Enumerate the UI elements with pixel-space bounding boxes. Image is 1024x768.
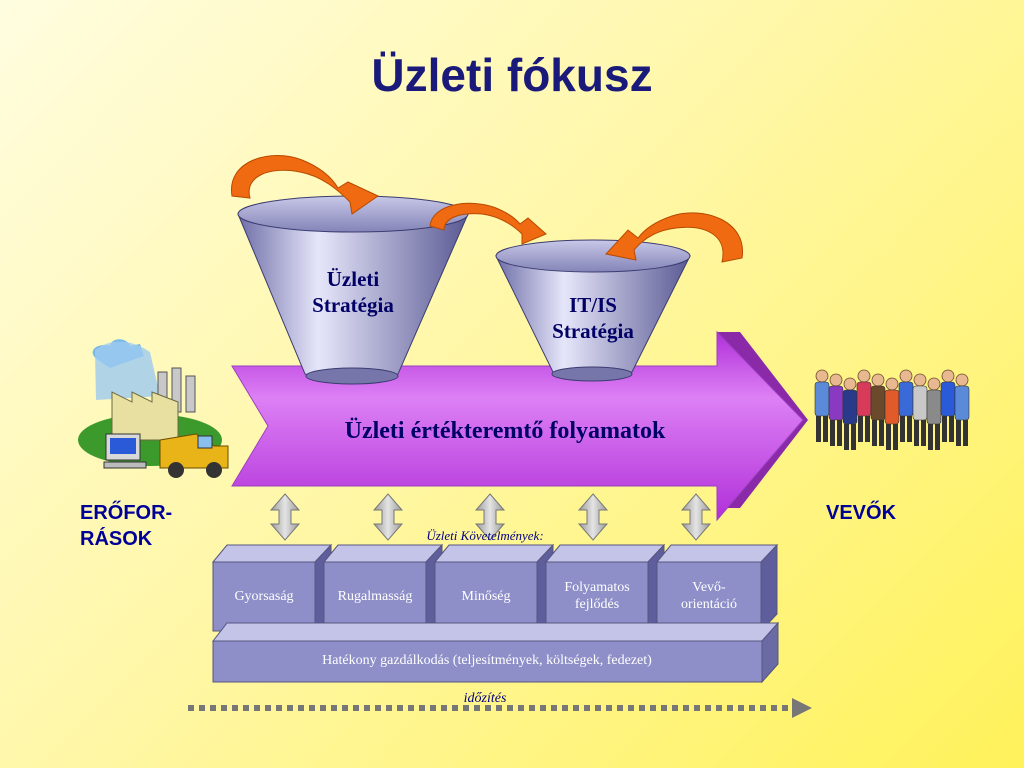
person-figure: [814, 369, 830, 442]
requirement-box-label: Rugalmasság: [324, 562, 426, 630]
it-is-strategy-label: IT/IS Stratégia: [533, 292, 653, 344]
requirement-box-label: Folyamatos fejlődés: [546, 562, 648, 630]
box-line: Rugalmasság: [337, 588, 413, 604]
double-arrow-group: [269, 493, 712, 541]
resources-label-line: RÁSOK: [80, 528, 153, 550]
business-strategy-funnel: [237, 195, 469, 385]
person-figure: [884, 377, 900, 450]
requirement-box-label: Gyorsaság: [213, 562, 315, 630]
requirement-box-group: [211, 543, 779, 633]
resources-label-line: ERŐFOR-: [80, 502, 173, 524]
cycle-arrow-icon: [605, 212, 743, 263]
funnel-label-line: Stratégia: [552, 319, 634, 343]
person-figure: [870, 373, 886, 446]
person-figure: [912, 373, 928, 446]
person-figure: [842, 377, 858, 450]
funnel-label-line: Stratégia: [312, 293, 394, 317]
customers-label: VEVŐK: [826, 502, 897, 524]
person-figure: [828, 373, 844, 446]
resources-label: ERŐFOR- RÁSOK: [80, 500, 172, 552]
box-line: fejlődés: [574, 597, 620, 612]
requirement-box: [433, 543, 555, 633]
double-arrow-icon: [577, 493, 609, 541]
timing-arrow: [188, 698, 812, 718]
customers-group-icon: [814, 369, 970, 450]
box-line: Vevő-: [692, 580, 726, 595]
business-strategy-label: Üzleti Stratégia: [293, 266, 413, 318]
person-figure: [940, 369, 956, 442]
factory-resources-icon: [78, 339, 229, 478]
process-arrow-label: Üzleti értékteremtő folyamatok: [344, 418, 666, 444]
funnel-label-line: Üzleti: [326, 267, 380, 291]
page-title: Üzleti fókusz: [371, 49, 653, 101]
funnel-label-line: IT/IS: [569, 293, 617, 317]
timing-label: időzítés: [463, 691, 507, 706]
requirement-box-label: Minőség: [435, 562, 537, 630]
requirements-label: Üzleti Követelmények:: [426, 528, 544, 543]
requirement-box: [211, 543, 333, 633]
person-figure: [856, 369, 872, 442]
cycle-arrow-icon: [429, 202, 547, 245]
double-arrow-icon: [372, 493, 404, 541]
it-is-strategy-funnel: [495, 239, 691, 382]
double-arrow-icon: [269, 493, 301, 541]
person-figure: [898, 369, 914, 442]
box-line: orientáció: [681, 597, 737, 612]
requirement-box: [655, 543, 779, 633]
cycle-arrow-icon: [231, 155, 380, 215]
requirement-box: [322, 543, 444, 633]
requirement-box: [544, 543, 666, 633]
requirement-box-label: Vevő-orientáció: [657, 562, 761, 630]
base-box: [211, 621, 780, 684]
double-arrow-icon: [474, 493, 506, 541]
base-box-label: Hatékony gazdálkodás (teljesítmények, kö…: [322, 653, 652, 668]
box-line: Minőség: [461, 588, 511, 604]
box-line: Gyorsaság: [234, 588, 294, 604]
person-figure: [954, 373, 970, 446]
double-arrow-icon: [680, 493, 712, 541]
person-figure: [926, 377, 942, 450]
box-line: Folyamatos: [564, 580, 630, 595]
